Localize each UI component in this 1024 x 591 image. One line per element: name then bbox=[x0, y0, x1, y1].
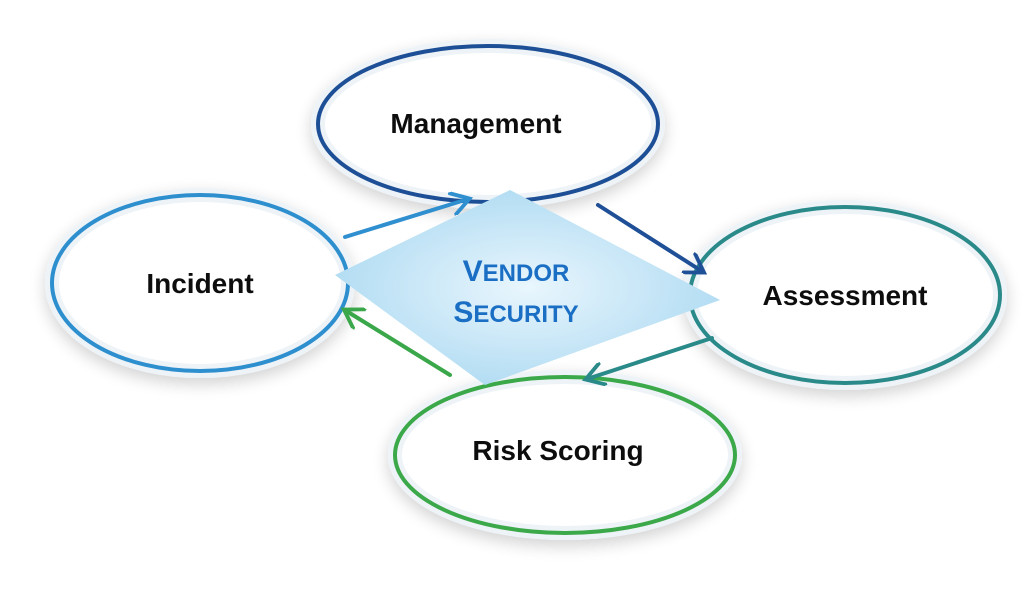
risk-scoring-ring bbox=[393, 375, 737, 535]
flow-arrows bbox=[343, 200, 714, 378]
assessment-label: Assessment bbox=[763, 280, 928, 311]
arrow-management-to-assessment bbox=[596, 203, 700, 270]
center-label: VENDOR SECURITY bbox=[453, 255, 578, 329]
incident-label: Incident bbox=[146, 268, 253, 299]
risk-scoring-label: Risk Scoring bbox=[472, 435, 643, 466]
management-label: Management bbox=[390, 108, 561, 139]
center-line1-initial: V bbox=[463, 255, 483, 288]
center-line2-rest: ECURITY bbox=[473, 301, 578, 328]
arrow-incident-to-management bbox=[343, 200, 465, 239]
risk-scoring-node: Risk Scoring bbox=[388, 370, 742, 540]
center-line2-initial: S bbox=[453, 296, 473, 329]
management-node: Management bbox=[311, 39, 665, 209]
svg-text:VENDOR: VENDOR bbox=[463, 255, 570, 288]
svg-text:SECURITY: SECURITY bbox=[453, 296, 578, 329]
incident-node: Incident bbox=[45, 188, 355, 378]
arrow-assessment-to-risk-scoring bbox=[590, 336, 714, 378]
arrow-risk-scoring-to-incident bbox=[348, 312, 452, 377]
assessment-node: Assessment bbox=[683, 200, 1007, 390]
center-diamond bbox=[335, 190, 720, 385]
center-line1-rest: ENDOR bbox=[483, 260, 570, 287]
